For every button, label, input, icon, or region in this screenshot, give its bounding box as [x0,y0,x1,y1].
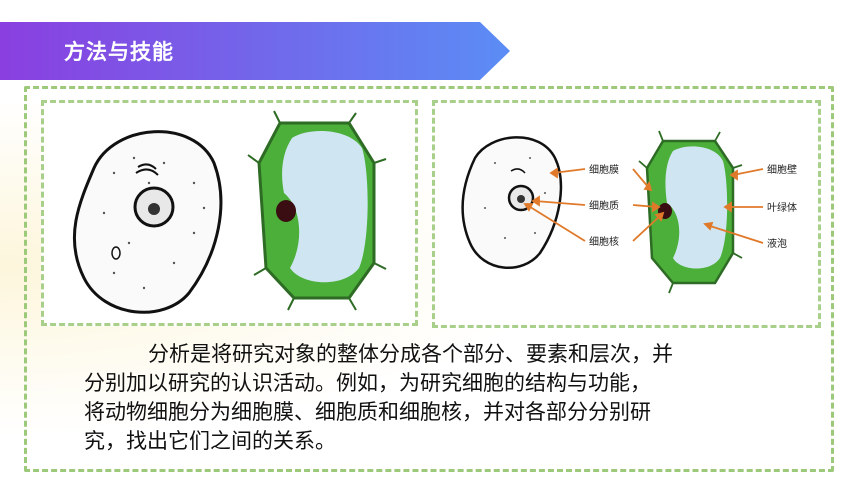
label-chloroplast: 叶绿体 [767,201,797,214]
paragraph-line-1: 分析是将研究对象的整体分成各个部分、要素和层次，并 [148,342,673,366]
content-frame [24,86,834,472]
label-nucleus: 细胞核 [589,235,619,248]
label-cell-wall: 细胞壁 [767,163,797,176]
paragraph-line-3: 将动物细胞分为细胞膜、细胞质和细胞核，并对各部分分别研 [84,400,651,424]
label-vacuole: 液泡 [767,237,787,250]
paragraph-line-2: 分别加以研究的认识活动。例如，为研究细胞的结构与功能， [84,371,651,395]
plant-vacuole [282,131,368,283]
page-title: 方法与技能 [64,40,174,64]
title-banner [0,22,510,80]
cell-drawings [72,110,387,314]
labeled-cell-panel: 细胞膜 细胞质 细胞核 细胞壁 叶绿体 液泡 [432,100,821,328]
labeled-cell-drawings: 细胞膜 细胞质 细胞核 细胞壁 叶绿体 液泡 [461,130,797,294]
label-arrows [523,167,764,244]
cell-illustration-panel [41,100,418,326]
label-cell-membrane: 细胞膜 [589,163,619,176]
label-cytoplasm: 细胞质 [589,199,619,212]
plant-nucleus [276,200,296,222]
paragraph-line-4: 究，找出它们之间的关系。 [84,429,336,453]
analysis-paragraph: 分析是将研究对象的整体分成各个部分、要素和层次，并 分别加以研究的认识活动。例如… [84,340,784,456]
